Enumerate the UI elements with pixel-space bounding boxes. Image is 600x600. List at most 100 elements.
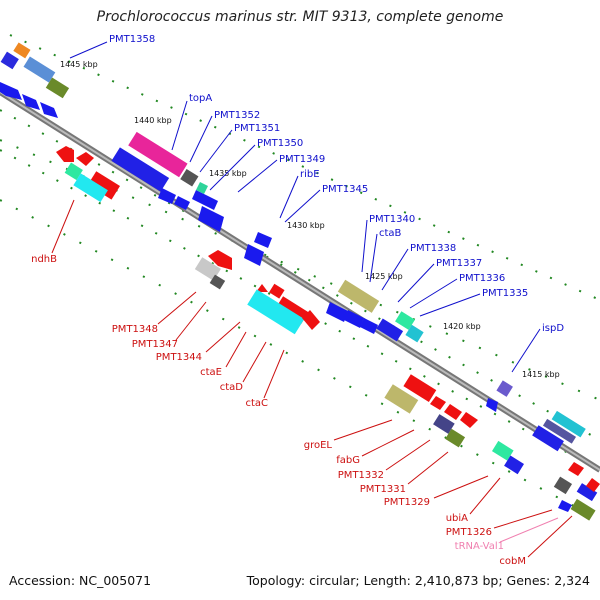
gene-box[interactable] [553,476,573,495]
gene-label-pmt1348[interactable]: PMT1348 [112,324,158,335]
gene-box[interactable] [405,324,424,343]
gene-label-trna-val1[interactable]: tRNA-Val1 [455,541,504,552]
gene-box[interactable] [209,274,226,290]
gene-label-pmt1326[interactable]: PMT1326 [446,527,492,538]
gene-label-ndhb[interactable]: ndhB [31,254,57,265]
gene-box[interactable] [576,483,598,502]
gene-box[interactable] [403,374,437,402]
gene-box[interactable] [111,147,170,192]
gene-arrow[interactable] [174,196,190,210]
gene-arrow[interactable] [40,102,58,118]
gene-label-pmt1332[interactable]: PMT1332 [338,470,384,481]
map-title: Prochlorococcus marinus str. MIT 9313, c… [96,9,504,25]
gene-box[interactable] [496,380,513,397]
gene-box[interactable] [0,51,19,70]
gene-arrow[interactable] [344,310,364,328]
tick-label-1435: 1435 kbp [209,169,247,178]
gene-label-pmt1358[interactable]: PMT1358 [109,34,155,45]
gene-arrow[interactable] [22,94,40,110]
gene-label-pmt1338[interactable]: PMT1338 [410,243,456,254]
gene-arrow[interactable] [0,82,22,100]
gene-arrow[interactable] [326,302,348,322]
tick-label-1445: 1445 kbp [60,60,98,69]
gene-box[interactable] [337,279,380,313]
gene-label-pmt1351[interactable]: PMT1351 [234,123,280,134]
gene-label-ctae[interactable]: ctaE [200,367,222,378]
gene-arrow[interactable] [586,478,600,492]
tick-label-1420: 1420 kbp [443,322,481,331]
gene-arrow[interactable] [460,412,478,428]
gene-arrow[interactable] [302,310,320,330]
accession-label: Accession: NC_005071 [9,573,152,588]
gene-label-pmt1344[interactable]: PMT1344 [156,352,202,363]
gene-label-pmt1352[interactable]: PMT1352 [214,110,260,121]
gene-box[interactable] [504,455,524,475]
gene-label-pmt1340[interactable]: PMT1340 [369,214,415,225]
gene-box[interactable] [64,162,83,181]
gene-label-pmt1331[interactable]: PMT1331 [360,484,406,495]
tick-track-outer [0,34,600,471]
gene-box[interactable] [87,171,120,200]
gene-label-cobm[interactable]: cobM [499,556,526,567]
gene-arrow[interactable] [198,206,224,232]
gene-arrow[interactable] [256,284,268,292]
gene-arrow[interactable] [158,188,176,204]
gene-box[interactable] [445,428,466,448]
gene-box[interactable] [194,257,221,281]
genome-stats-label: Topology: circular; Length: 2,410,873 bp… [246,573,590,588]
gene-arrow[interactable] [196,182,208,194]
gene-arrow[interactable] [76,152,94,166]
gene-label-ctab[interactable]: ctaB [379,228,402,239]
gene-arrow[interactable] [430,396,446,410]
gene-box[interactable] [128,131,188,178]
gene-arrow[interactable] [244,244,264,266]
gene-box[interactable] [433,414,455,434]
gene-label-pmt1336[interactable]: PMT1336 [459,273,505,284]
gene-box[interactable] [384,384,419,414]
gene-box[interactable] [180,168,199,187]
forward-leader-lines [69,41,541,373]
gene-box[interactable] [542,418,577,444]
gene-label-ctac[interactable]: ctaC [245,398,268,409]
gene-box[interactable] [376,318,404,342]
gene-box[interactable] [532,425,564,452]
reverse-leader-lines [51,199,573,558]
gene-arrow[interactable] [254,232,272,248]
gene-box[interactable] [13,42,31,59]
gene-label-pmt1337[interactable]: PMT1337 [436,258,482,269]
gene-label-fabg[interactable]: fabG [336,455,360,466]
reverse-features [56,146,600,492]
gene-box[interactable] [73,173,108,203]
gene-label-ctad[interactable]: ctaD [220,382,244,393]
gene-box[interactable] [247,289,305,335]
gene-arrow[interactable] [192,190,218,210]
gene-arrow[interactable] [486,398,498,412]
gene-box[interactable] [23,56,56,83]
gene-arrow[interactable] [208,250,232,270]
gene-arrow[interactable] [360,318,378,334]
gene-label-ispd[interactable]: ispD [542,323,564,334]
gene-arrow[interactable] [568,462,584,476]
gene-arrow[interactable] [56,146,74,162]
gene-label-groel[interactable]: groEL [304,440,333,451]
gene-box[interactable] [491,440,514,461]
gene-label-topa[interactable]: topA [189,93,212,104]
gene-box[interactable] [45,77,70,99]
gene-label-pmt1349[interactable]: PMT1349 [279,154,325,165]
gene-label-pmt1345[interactable]: PMT1345 [322,184,368,195]
gene-box[interactable] [269,283,285,299]
gene-label-pmt1335[interactable]: PMT1335 [482,288,528,299]
gene-arrow[interactable] [444,404,462,420]
gene-label-pmt1350[interactable]: PMT1350 [257,138,303,149]
tick-label-1425: 1425 kbp [365,272,403,281]
forward-features [0,42,598,521]
gene-label-ubia[interactable]: ubiA [446,513,468,524]
gene-label-pmt1329[interactable]: PMT1329 [384,497,430,508]
gene-box[interactable] [551,410,586,438]
gene-box[interactable] [570,498,596,521]
gene-label-pmt1347[interactable]: PMT1347 [132,339,178,350]
gene-label-ribe[interactable]: ribE [300,169,320,180]
gene-box[interactable] [395,311,415,330]
gene-arrow[interactable] [558,500,572,512]
